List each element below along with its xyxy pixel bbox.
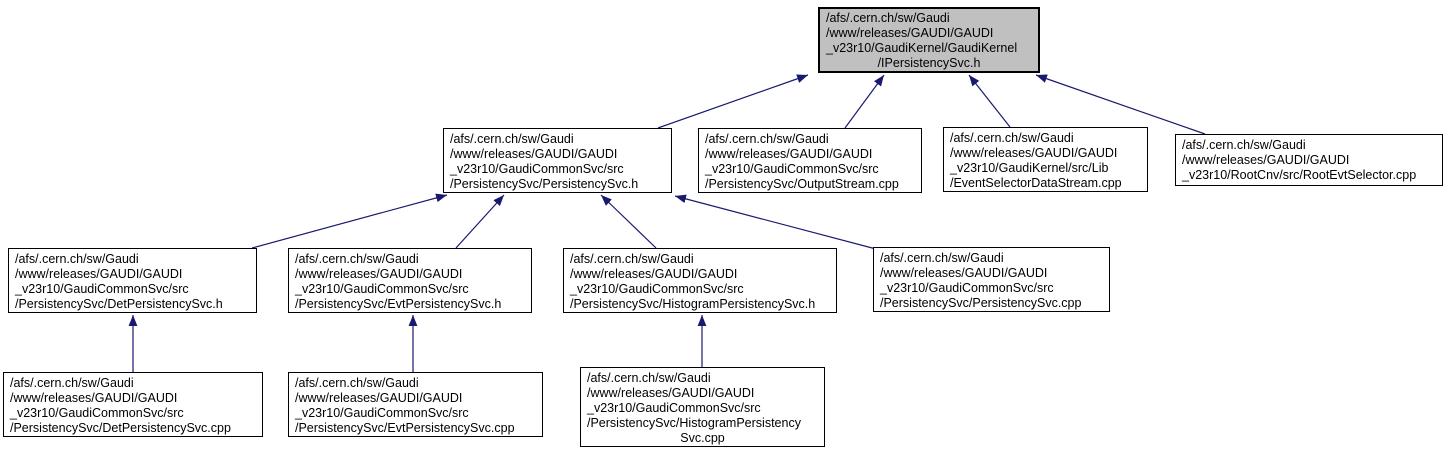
node-label-line: _v23r10/GaudiCommonSvc/src: [15, 282, 189, 296]
node-label-line: /afs/.cern.ch/sw/Gaudi: [10, 376, 134, 390]
node-label-line: _v23r10/GaudiCommonSvc/src: [295, 406, 469, 420]
node-evtpersistencysvc-h[interactable]: /afs/.cern.ch/sw/Gaudi /www/releases/GAU…: [288, 248, 532, 313]
edge-detpersistencysvc-h-to-persistencysvc-h: [251, 193, 448, 249]
node-label-line: /PersistencySvc/EvtPersistencySvc.cpp: [295, 421, 515, 435]
node-label-line: _v23r10/GaudiKernel/src/Lib: [950, 161, 1109, 175]
node-evtpersistencysvc-cpp[interactable]: /afs/.cern.ch/sw/Gaudi /www/releases/GAU…: [288, 372, 543, 437]
node-persistencysvc-h[interactable]: /afs/.cern.ch/sw/Gaudi /www/releases/GAU…: [443, 128, 672, 193]
edge-outputstream-cpp-to-ipersistencysvc-h: [844, 74, 885, 129]
node-label-line: /afs/.cern.ch/sw/Gaudi: [295, 376, 419, 390]
edge-eventselectordatastream-cpp-to-ipersistencysvc-h: [968, 74, 1011, 128]
node-label-line: /www/releases/GAUDI/GAUDI: [570, 267, 738, 281]
node-label-line: /PersistencySvc/PersistencySvc.cpp: [880, 296, 1082, 310]
edge-persistencysvc-h-to-ipersistencysvc-h: [657, 74, 809, 129]
node-label-line: /EventSelectorDataStream.cpp: [950, 176, 1122, 190]
node-label-line: /PersistencySvc/DetPersistencySvc.cpp: [10, 421, 231, 435]
node-label-line: _v23r10/GaudiCommonSvc/src: [10, 406, 184, 420]
node-label-line: /afs/.cern.ch/sw/Gaudi: [450, 132, 574, 146]
node-label-line: _v23r10/GaudiCommonSvc/src: [880, 281, 1054, 295]
node-label-line: /www/releases/GAUDI/GAUDI: [826, 26, 994, 40]
node-label-line: /afs/.cern.ch/sw/Gaudi: [950, 131, 1074, 145]
node-label-line: /IPersistencySvc.h: [877, 56, 981, 70]
node-label-line: /PersistencySvc/DetPersistencySvc.h: [15, 297, 223, 311]
node-label-line: /www/releases/GAUDI/GAUDI: [705, 147, 873, 161]
edge-rootevtselector-cpp-to-ipersistencysvc-h: [1035, 74, 1206, 135]
node-detpersistencysvc-cpp[interactable]: /afs/.cern.ch/sw/Gaudi /www/releases/GAU…: [3, 372, 263, 437]
node-label-line: _v23r10/GaudiCommonSvc/src: [570, 282, 744, 296]
node-outputstream-cpp[interactable]: /afs/.cern.ch/sw/Gaudi /www/releases/GAU…: [698, 128, 922, 193]
node-label-line: _v23r10/GaudiCommonSvc/src: [450, 162, 624, 176]
node-ipersistencysvc-h[interactable]: /afs/.cern.ch/sw/Gaudi /www/releases/GAU…: [818, 7, 1040, 73]
node-label-line: /www/releases/GAUDI/GAUDI: [10, 391, 178, 405]
node-label-line: _v23r10/GaudiCommonSvc/src: [587, 401, 761, 415]
node-label-line: /afs/.cern.ch/sw/Gaudi: [705, 132, 829, 146]
node-label-line: Svc.cpp: [680, 431, 725, 445]
node-label-line: _v23r10/RootCnv/src/RootEvtSelector.cpp: [1182, 168, 1417, 182]
node-label-line: /PersistencySvc/EvtPersistencySvc.h: [295, 297, 502, 311]
node-label-line: /www/releases/GAUDI/GAUDI: [295, 267, 463, 281]
node-detpersistencysvc-h[interactable]: /afs/.cern.ch/sw/Gaudi /www/releases/GAU…: [8, 248, 257, 313]
node-label-line: /PersistencySvc/HistogramPersistencySvc.…: [570, 297, 816, 311]
node-label-line: /afs/.cern.ch/sw/Gaudi: [570, 252, 694, 266]
node-label-line: /www/releases/GAUDI/GAUDI: [15, 267, 183, 281]
edge-histogrampersistencysvc-h-to-persistencysvc-h: [600, 194, 657, 249]
node-rootevtselector-cpp[interactable]: /afs/.cern.ch/sw/Gaudi /www/releases/GAU…: [1175, 134, 1443, 186]
node-label-line: /afs/.cern.ch/sw/Gaudi: [1182, 138, 1306, 152]
node-label-line: _v23r10/GaudiKernel/GaudiKernel: [826, 41, 1018, 55]
node-histogrampersistencysvc-cpp[interactable]: /afs/.cern.ch/sw/Gaudi /www/releases/GAU…: [580, 367, 825, 447]
node-label-line: /afs/.cern.ch/sw/Gaudi: [587, 371, 711, 385]
edge-evtpersistencysvc-h-to-persistencysvc-h: [455, 194, 505, 249]
node-label-line: /PersistencySvc/PersistencySvc.h: [450, 177, 639, 191]
node-persistencysvc-cpp[interactable]: /afs/.cern.ch/sw/Gaudi /www/releases/GAU…: [873, 247, 1110, 312]
node-label-line: /PersistencySvc/OutputStream.cpp: [705, 177, 899, 191]
node-label-line: _v23r10/GaudiCommonSvc/src: [705, 162, 879, 176]
node-label-line: /www/releases/GAUDI/GAUDI: [450, 147, 618, 161]
node-label-line: /www/releases/GAUDI/GAUDI: [880, 266, 1048, 280]
node-label-line: /www/releases/GAUDI/GAUDI: [587, 386, 755, 400]
node-label-line: _v23r10/GaudiCommonSvc/src: [295, 282, 469, 296]
node-label-line: /www/releases/GAUDI/GAUDI: [1182, 153, 1350, 167]
node-eventselectordatastream-cpp[interactable]: /afs/.cern.ch/sw/Gaudi /www/releases/GAU…: [943, 127, 1148, 192]
node-label-line: /afs/.cern.ch/sw/Gaudi: [826, 11, 950, 25]
node-label-line: /afs/.cern.ch/sw/Gaudi: [15, 252, 139, 266]
node-label-line: /afs/.cern.ch/sw/Gaudi: [295, 252, 419, 266]
node-label-line: /www/releases/GAUDI/GAUDI: [295, 391, 463, 405]
node-label-line: /www/releases/GAUDI/GAUDI: [950, 146, 1118, 160]
node-histogrampersistencysvc-h[interactable]: /afs/.cern.ch/sw/Gaudi /www/releases/GAU…: [563, 248, 837, 313]
node-label-line: /afs/.cern.ch/sw/Gaudi: [880, 251, 1004, 265]
node-label-line: /PersistencySvc/HistogramPersistency: [587, 416, 801, 430]
edge-persistencysvc-cpp-to-persistencysvc-h: [674, 194, 877, 250]
